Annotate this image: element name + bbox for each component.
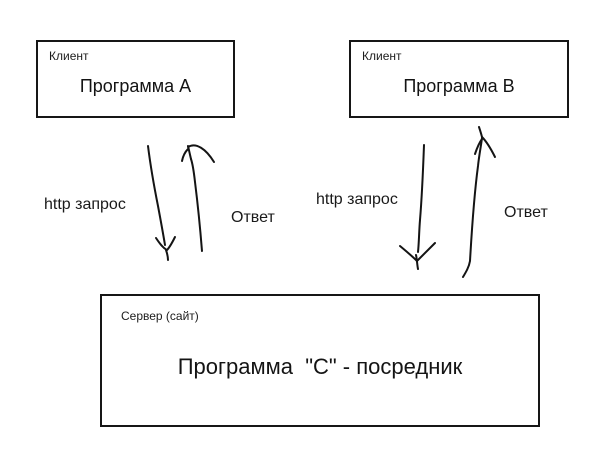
client-a-box: Клиент Программа A xyxy=(36,40,235,118)
flow-a-response-label: Ответ xyxy=(231,209,275,226)
arrow-tip xyxy=(187,145,192,160)
arrow-head xyxy=(187,144,215,163)
client-a-program-wrap: Программа A xyxy=(38,63,233,116)
flow-a-request-label: http запрос xyxy=(44,196,126,213)
server-program-label: Программа "С" - посредник xyxy=(177,354,463,379)
request-a-down-arrow-icon xyxy=(147,145,176,261)
arrow-shaft xyxy=(417,144,425,253)
arrow-head-tail xyxy=(415,254,419,270)
arrow-head-barb xyxy=(181,148,189,162)
arrow-shaft xyxy=(147,145,166,246)
arrow-shaft xyxy=(462,137,483,278)
arrow-head-barb-right xyxy=(481,136,496,158)
arrow-shaft xyxy=(190,158,203,252)
client-a-role-label: Клиент xyxy=(49,49,89,63)
client-b-program-label: Программа B xyxy=(403,76,515,96)
client-a-program-label: Программа A xyxy=(79,76,192,96)
server-role-label: Сервер (сайт) xyxy=(121,309,199,323)
response-a-up-arrow-icon xyxy=(181,144,215,252)
flow-b-response-label: Ответ xyxy=(504,204,548,221)
arrow-tip xyxy=(478,126,483,138)
request-b-down-arrow-icon xyxy=(399,144,436,270)
server-box: Сервер (сайт) Программа "С" - посредник xyxy=(100,294,540,427)
arrow-head-barb-left xyxy=(474,138,483,155)
client-b-box: Клиент Программа B xyxy=(349,40,569,118)
arrow-head-tail xyxy=(165,249,169,261)
client-b-program-wrap: Программа B xyxy=(351,63,567,116)
server-program-wrap: Программа "С" - посредник xyxy=(102,323,538,425)
client-b-role-label: Клиент xyxy=(362,49,402,63)
flow-b-request-label: http запрос xyxy=(316,191,398,208)
response-b-up-arrow-icon xyxy=(462,126,496,278)
